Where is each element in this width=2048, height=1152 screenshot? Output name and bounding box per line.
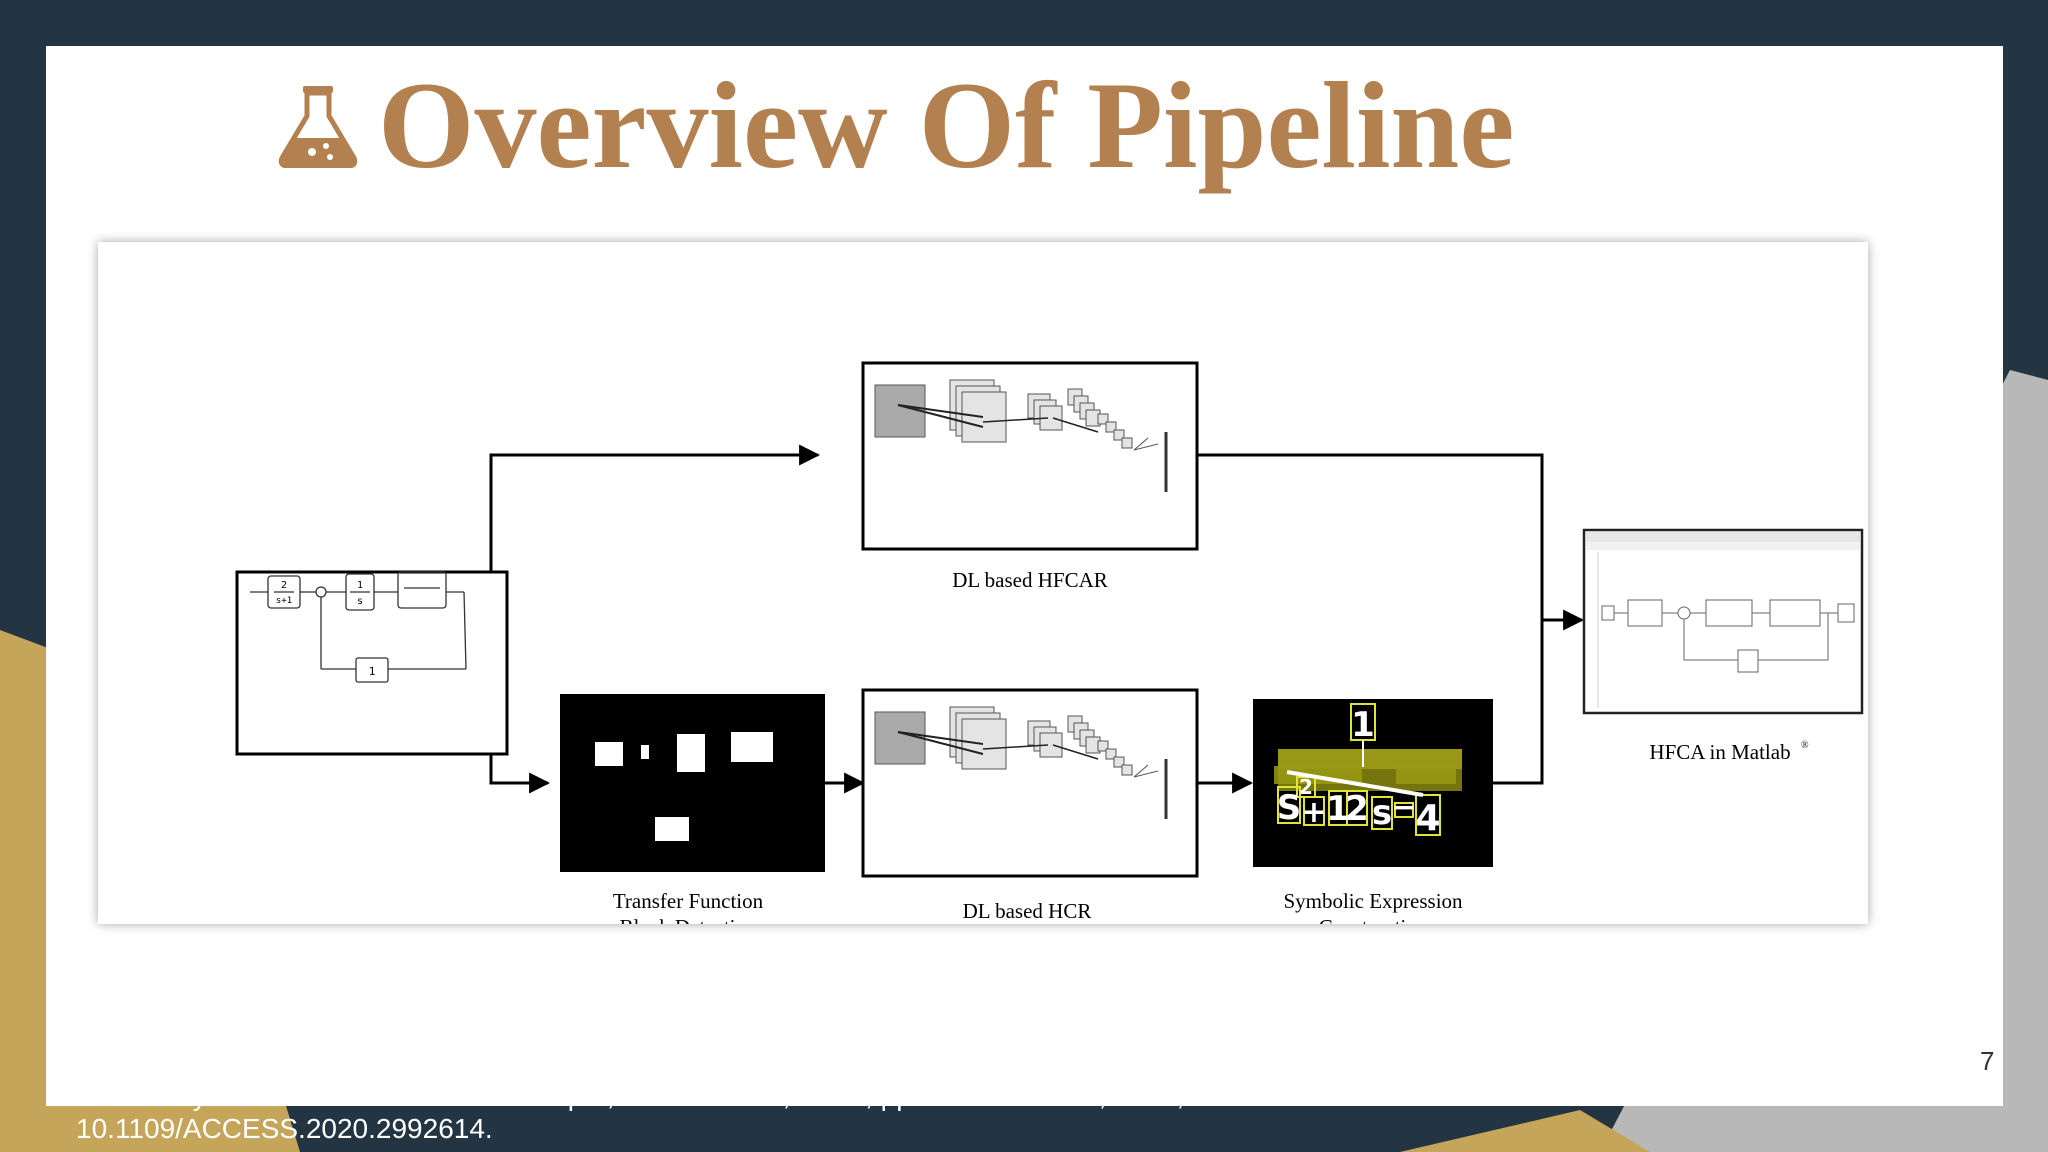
page-number: 7 xyxy=(1980,1046,1995,1076)
node-block-detection xyxy=(560,694,825,872)
node-matlab: HFCA in Matlab ® xyxy=(1582,528,1864,764)
pipeline-figure: 2 s+1 1 s 1 xyxy=(98,242,1868,924)
sketch-feedback: 1 xyxy=(369,665,376,678)
label-hcr: DL based HCR xyxy=(963,899,1092,923)
node-hcr xyxy=(861,688,1199,878)
label-symbolic-line1: Symbolic Expression xyxy=(1283,889,1463,913)
slide-title: Overview Of Pipeline xyxy=(276,46,1514,206)
cnn-layers-icon xyxy=(874,706,1168,819)
sketch-tf1-den: s+1 xyxy=(276,596,292,606)
label-matlab: HFCA in Matlab xyxy=(1649,740,1790,764)
edge-input-to-hfcar xyxy=(489,444,821,572)
glyph-minus: − xyxy=(1391,790,1416,825)
citation-partial-text: Control Systems on Whiteboard and Paper,… xyxy=(76,1080,1238,1111)
glyph-exponent-2: 2 xyxy=(1299,775,1313,799)
registered-mark: ® xyxy=(1801,740,1809,751)
glyph-2: 2 xyxy=(1345,789,1369,829)
label-symbolic-line2: Construction xyxy=(1319,915,1428,924)
glyph-4: 4 xyxy=(1415,798,1440,839)
edges xyxy=(489,444,1585,794)
node-hfcar: DL based HFCAR xyxy=(861,361,1199,592)
glyph-plus: + xyxy=(1301,795,1326,830)
edge-hfcar-to-merge xyxy=(1197,453,1544,620)
edge-input-to-detection xyxy=(489,754,551,794)
glyph-s: S xyxy=(1277,788,1302,828)
label-block-detection-line1: Transfer Function xyxy=(613,889,764,913)
page-title: Overview Of Pipeline xyxy=(378,57,1515,194)
glyph-numerator-1: 1 xyxy=(1351,705,1375,745)
sketch-tf2-den: s xyxy=(357,596,363,607)
sketch-tf1-num: 2 xyxy=(281,580,287,591)
label-block-detection-line2: Block Detection xyxy=(619,915,757,924)
label-hfcar: DL based HFCAR xyxy=(952,568,1108,592)
glyph-1: 1 xyxy=(1326,789,1350,829)
node-symbolic-expression: 1 S 2 + 1 2 s − 4 xyxy=(1253,699,1493,867)
sketch-tf2-num: 1 xyxy=(357,580,363,591)
glyph-s-2: s xyxy=(1372,793,1392,833)
node-input-sketch: 2 s+1 1 s 1 xyxy=(235,570,509,756)
citation-text: 10.1109/ACCESS.2020.2992614. xyxy=(76,1113,493,1144)
flask-icon xyxy=(278,86,358,168)
edge-symbolic-to-merge xyxy=(1493,620,1544,785)
cnn-layers-icon xyxy=(874,379,1168,492)
